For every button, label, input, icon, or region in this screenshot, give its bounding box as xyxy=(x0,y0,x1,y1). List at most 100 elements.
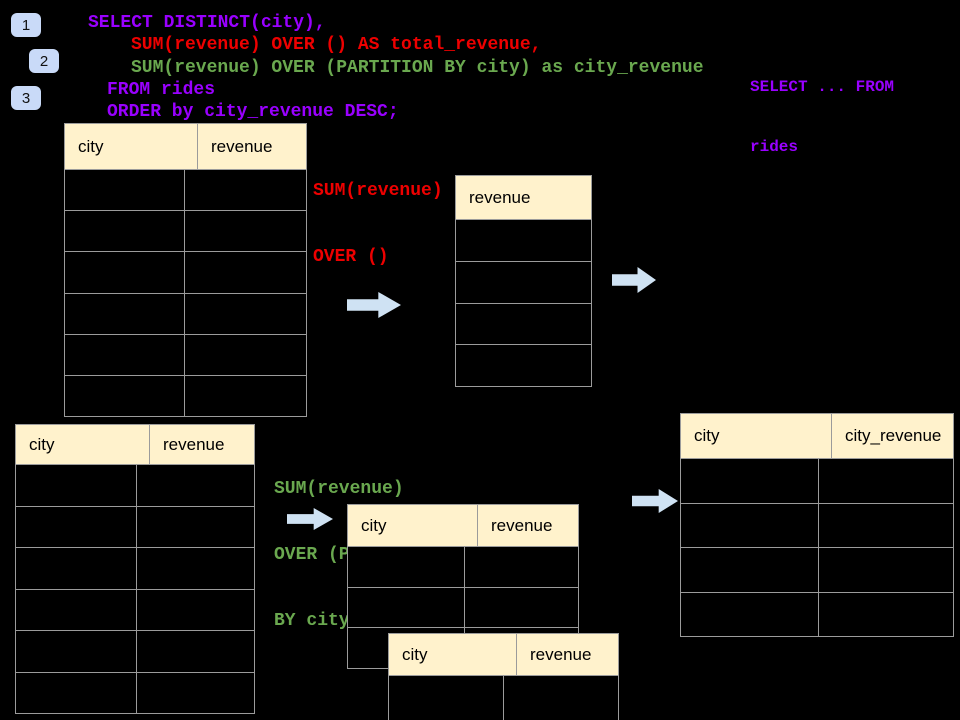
table-row xyxy=(16,505,254,548)
table-cell xyxy=(348,546,464,587)
table-cell xyxy=(136,588,254,630)
table-cell xyxy=(681,547,818,592)
table-cell xyxy=(456,302,591,345)
column-header: city xyxy=(389,634,516,675)
table-row xyxy=(16,547,254,589)
table-row xyxy=(456,219,591,261)
table-cell xyxy=(389,675,503,720)
column-header: revenue xyxy=(149,425,254,464)
table-row xyxy=(681,591,953,637)
step-badge-3: 3 xyxy=(11,86,41,110)
arrow-right-icon xyxy=(612,267,656,293)
table-cell xyxy=(16,630,136,672)
table-cell xyxy=(136,630,254,672)
table-row xyxy=(16,671,254,714)
table-cell xyxy=(16,547,136,589)
table-cell xyxy=(184,169,306,211)
table-row xyxy=(65,333,306,375)
table-cell xyxy=(184,210,306,252)
step-badge-1: 1 xyxy=(11,13,41,37)
table-cell xyxy=(464,586,578,628)
side-note-line-1: SELECT ... FROM xyxy=(750,78,895,96)
table-cell xyxy=(65,333,184,375)
table-row xyxy=(389,675,618,720)
column-header: revenue xyxy=(477,505,578,546)
table-row xyxy=(456,302,591,345)
table-cell xyxy=(16,464,136,506)
table-cell xyxy=(65,169,184,210)
total-revenue-note: SUM(revenue) OVER () xyxy=(313,136,443,312)
table-row xyxy=(681,547,953,592)
table-row xyxy=(16,588,254,631)
table-cell xyxy=(65,210,184,251)
table-cell xyxy=(818,502,953,547)
table-cell xyxy=(136,547,254,589)
partition-note-line-3: BY city) xyxy=(274,611,361,631)
partition-note-line-1: SUM(revenue) xyxy=(274,479,404,499)
sql-line-order-by: ORDER by city_revenue DESC; xyxy=(107,102,399,122)
table-cell xyxy=(184,292,306,334)
table-row xyxy=(456,344,591,386)
table-row xyxy=(348,546,578,587)
column-header: revenue xyxy=(456,176,591,219)
table-cell xyxy=(456,219,591,261)
arrow-right-icon xyxy=(632,489,678,513)
table-cell xyxy=(136,671,254,713)
table-row xyxy=(456,260,591,303)
table-cell xyxy=(681,591,818,637)
sql-line-partition: SUM(revenue) OVER (PARTITION BY city) as… xyxy=(131,58,704,78)
sql-line-from: FROM rides xyxy=(107,80,216,100)
table-row xyxy=(16,464,254,506)
table-row xyxy=(681,502,953,548)
table-cell xyxy=(184,374,306,417)
table-cell xyxy=(681,502,818,548)
table-row xyxy=(348,586,578,628)
total-note-line-2: OVER () xyxy=(313,247,389,267)
table-cell xyxy=(456,344,591,386)
table-row xyxy=(65,292,306,334)
sql-line-total-revenue: SUM(revenue) OVER () AS total_revenue, xyxy=(131,35,542,55)
column-header: city xyxy=(16,425,149,464)
table-row xyxy=(65,251,306,293)
table-cell xyxy=(818,458,953,503)
column-header: revenue xyxy=(197,124,306,169)
column-header: revenue xyxy=(516,634,618,675)
sql-line-select: SELECT DISTINCT(city), xyxy=(88,13,326,33)
table-cell xyxy=(348,627,464,668)
table-row xyxy=(16,630,254,672)
table-cell xyxy=(136,505,254,547)
total-note-line-1: SUM(revenue) xyxy=(313,181,443,201)
table-cell xyxy=(818,547,953,592)
table-cell xyxy=(503,675,618,720)
table-cell xyxy=(16,588,136,631)
table-header-row: revenue xyxy=(456,176,591,219)
table-total-revenue: revenue xyxy=(455,175,592,387)
table-cell xyxy=(681,458,818,503)
table-cell xyxy=(818,591,953,636)
table-cell xyxy=(464,546,578,587)
table-cell xyxy=(184,251,306,293)
table-cell xyxy=(136,464,254,506)
table-cell xyxy=(348,586,464,628)
table-cell xyxy=(184,333,306,375)
column-header: city xyxy=(348,505,477,546)
table-cell xyxy=(456,260,591,303)
table-row xyxy=(681,458,953,503)
table-row xyxy=(65,210,306,252)
side-note-line-2: rides xyxy=(750,138,799,156)
side-note-select-from-rides: SELECT ... FROM rides xyxy=(750,37,894,197)
column-header: city xyxy=(681,414,831,458)
table-cell xyxy=(65,251,184,292)
table-cell xyxy=(16,505,136,548)
table-cell xyxy=(16,671,136,714)
step-badge-2: 2 xyxy=(29,49,59,73)
